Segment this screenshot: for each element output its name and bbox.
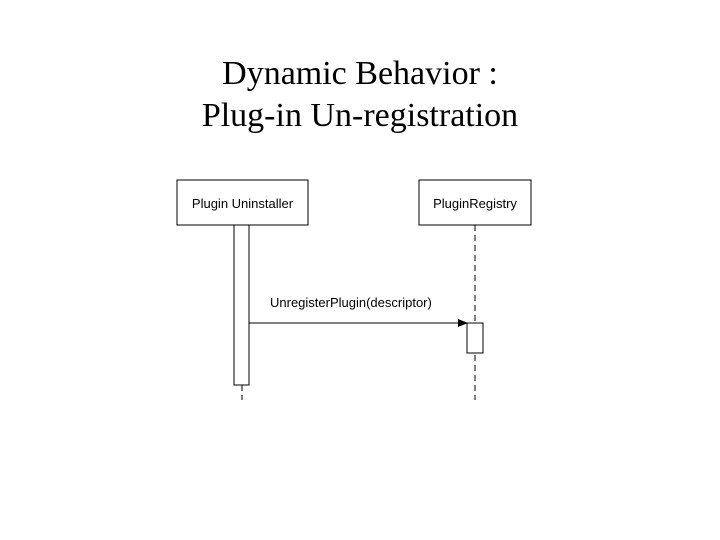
slide-title-line2: Plug-in Un-registration xyxy=(201,97,519,134)
participant-plugin-registry: PluginRegistry xyxy=(418,179,532,226)
activation-bar-uninstaller xyxy=(233,224,250,386)
message-unregister-plugin: UnregisterPlugin(descriptor) xyxy=(249,295,468,327)
participant-label: Plugin Uninstaller xyxy=(192,196,294,211)
slide-title-line1: Dynamic Behavior : xyxy=(222,55,498,92)
activation-bar-registry xyxy=(466,322,484,354)
participant-plugin-uninstaller: Plugin Uninstaller xyxy=(176,179,309,226)
participant-label: PluginRegistry xyxy=(433,196,517,211)
message-label: UnregisterPlugin(descriptor) xyxy=(270,295,432,310)
